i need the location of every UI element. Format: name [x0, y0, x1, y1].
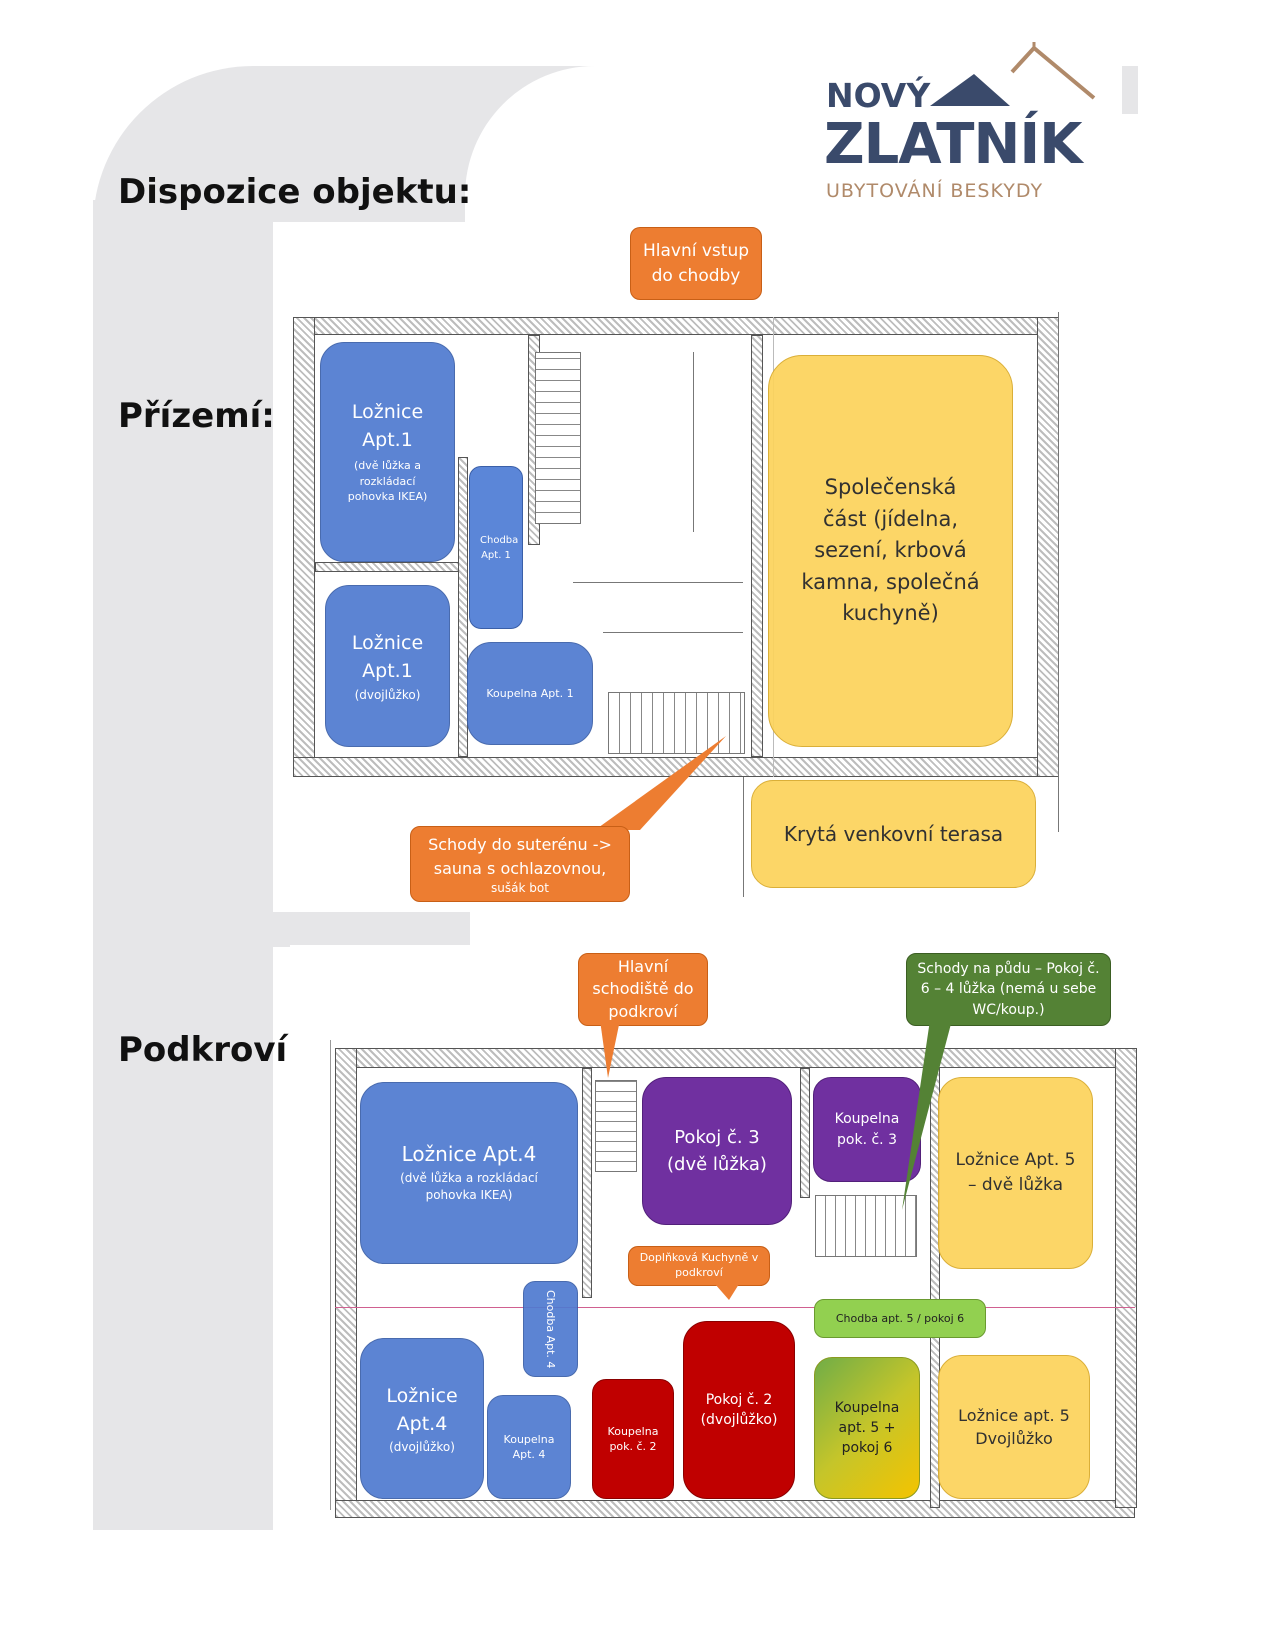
wall: [751, 335, 763, 757]
room-title: Chodba apt. 5 / pokoj 6: [835, 1312, 965, 1325]
plan-line: [573, 582, 743, 583]
callout-subtext: sušák bot: [491, 880, 549, 895]
callout-kitchen: Doplňková Kuchyně v podkroví: [628, 1246, 770, 1286]
roof-icon: [930, 42, 1096, 106]
callout-text: Hlavní vstup do chodby: [642, 240, 750, 286]
ground-floor-plan: Ložnice Apt.1 (dvě lůžka a rozkládací po…: [273, 222, 1073, 912]
wall: [582, 1068, 592, 1298]
wall: [335, 1048, 1135, 1068]
logo: NOVÝ ZLATNÍK UBYTOVÁNÍ BESKYDY: [822, 40, 1112, 215]
callout-text: Schody do suterénu -> sauna s ochlazovno…: [428, 835, 612, 878]
callout-loft-stairs: Schody na půdu – Pokoj č. 6 – 4 lůžka (n…: [906, 953, 1111, 1026]
room-title: Ložnice Apt. 5 – dvě lůžka: [955, 1150, 1076, 1195]
callout-pointer: [595, 736, 726, 830]
plan-line: [693, 352, 694, 532]
wall: [800, 1068, 810, 1198]
room-bedroom2-apt5[interactable]: Ložnice apt. 5 Dvojlůžko: [938, 1355, 1090, 1499]
background-cutout: [465, 66, 808, 226]
wall: [293, 317, 1058, 335]
room-hallway-apt5-pokoj6[interactable]: Chodba apt. 5 / pokoj 6: [814, 1299, 986, 1338]
room-bathroom-apt5-pokoj6[interactable]: Koupelna apt. 5 + pokoj 6: [814, 1357, 920, 1499]
callout-basement-stairs: Schody do suterénu -> sauna s ochlazovno…: [410, 826, 630, 902]
room-bedroom2-apt4[interactable]: Ložnice Apt.4 (dvojlůžko): [360, 1338, 484, 1499]
room-title: Ložnice Apt.1: [351, 632, 424, 682]
callout-pointer: [600, 1020, 620, 1078]
logo-line3: UBYTOVÁNÍ BESKYDY: [826, 180, 1044, 202]
wall: [335, 1500, 1135, 1518]
stairs: [595, 1080, 637, 1172]
callout-pointer: [902, 1020, 952, 1210]
room-title: Koupelna Apt. 1: [486, 686, 574, 700]
room-title: Chodba Apt. 1: [480, 534, 519, 561]
callout-main-staircase: Hlavní schodiště do podkroví: [578, 953, 708, 1026]
plan-line: [603, 632, 743, 633]
ground-floor-heading: Přízemí:: [118, 396, 275, 436]
room-title: Ložnice apt. 5 Dvojlůžko: [958, 1405, 1070, 1448]
stairs: [535, 352, 581, 524]
room-title: Ložnice Apt.4: [401, 1142, 537, 1167]
room-bathroom-apt1[interactable]: Koupelna Apt. 1: [467, 642, 593, 745]
logo-line1: NOVÝ: [826, 76, 931, 115]
room-title: Koupelna pok. č. 2: [607, 1424, 659, 1453]
plan-line: [743, 777, 744, 897]
room-note: (dvě lůžka a rozkládací pohovka IKEA): [400, 1171, 538, 1202]
room-terrace[interactable]: Krytá venkovní terasa: [751, 780, 1036, 888]
room-bathroom-apt4[interactable]: Koupelna Apt. 4: [487, 1395, 571, 1499]
callout-text: Hlavní schodiště do podkroví: [592, 956, 694, 1021]
wall: [1037, 317, 1059, 777]
plan-line: [335, 1307, 1135, 1308]
room-title: Ložnice Apt.1: [351, 401, 424, 451]
background-shape-right: [1122, 66, 1138, 114]
room-title: Koupelna apt. 5 + pokoj 6: [834, 1399, 900, 1457]
room-bedroom2-apt1[interactable]: Ložnice Apt.1 (dvojlůžko): [325, 585, 450, 747]
room-title: Společenská část (jídelna, sezení, krbov…: [801, 475, 980, 626]
callout-text: Doplňková Kuchyně v podkroví: [639, 1251, 759, 1279]
callout-pointer: [715, 1284, 739, 1300]
room-bedroom-apt4[interactable]: Ložnice Apt.4 (dvě lůžka a rozkládací po…: [360, 1082, 578, 1264]
room-bathroom-pokoj-2[interactable]: Koupelna pok. č. 2: [592, 1379, 674, 1499]
room-note: (dvojlůžko): [354, 687, 421, 702]
room-title: Krytá venkovní terasa: [783, 822, 1004, 846]
callout-main-entrance: Hlavní vstup do chodby: [630, 227, 762, 300]
room-title: Ložnice Apt.4: [386, 1384, 458, 1435]
room-bedroom-apt1[interactable]: Ložnice Apt.1 (dvě lůžka a rozkládací po…: [320, 342, 455, 562]
wall: [315, 562, 460, 572]
loft-stairs: [815, 1195, 917, 1257]
wall: [1115, 1048, 1137, 1508]
room-note: (dvojlůžko): [389, 1440, 455, 1455]
room-hallway-apt1[interactable]: Chodba Apt. 1: [469, 466, 523, 629]
plan-line: [1058, 312, 1059, 832]
room-hallway-apt4[interactable]: Chodba Apt. 4: [523, 1281, 578, 1377]
background-shape-left: [93, 200, 273, 1530]
room-common-area[interactable]: Společenská část (jídelna, sezení, krbov…: [768, 355, 1013, 747]
plan-line: [330, 1040, 331, 1510]
room-title: Pokoj č. 2 (dvojlůžko): [700, 1391, 778, 1428]
room-title: Koupelna pok. č. 3: [834, 1111, 900, 1148]
room-note: (dvě lůžka a rozkládací pohovka IKEA): [347, 459, 428, 504]
wall: [458, 457, 468, 757]
wall: [293, 317, 315, 777]
room-pokoj-2[interactable]: Pokoj č. 2 (dvojlůžko): [683, 1321, 795, 1499]
room-bedroom-apt5[interactable]: Ložnice Apt. 5 – dvě lůžka: [938, 1077, 1093, 1269]
wall: [335, 1048, 357, 1508]
callout-text: Schody na půdu – Pokoj č. 6 – 4 lůžka (n…: [917, 961, 1100, 1018]
room-title: Pokoj č. 3 (dvě lůžka): [667, 1127, 767, 1175]
room-title: Koupelna Apt. 4: [503, 1432, 555, 1461]
room-pokoj-3[interactable]: Pokoj č. 3 (dvě lůžka): [642, 1077, 792, 1225]
room-title: Chodba Apt. 4: [544, 1289, 557, 1369]
page-title: Dispozice objektu:: [118, 172, 472, 212]
attic-floor-heading: Podkroví:: [118, 1030, 301, 1070]
logo-line2: ZLATNÍK: [824, 112, 1083, 177]
basement-stairs: [608, 692, 745, 754]
attic-floor-plan: Ložnice Apt.4 (dvě lůžka a rozkládací po…: [290, 945, 1140, 1535]
